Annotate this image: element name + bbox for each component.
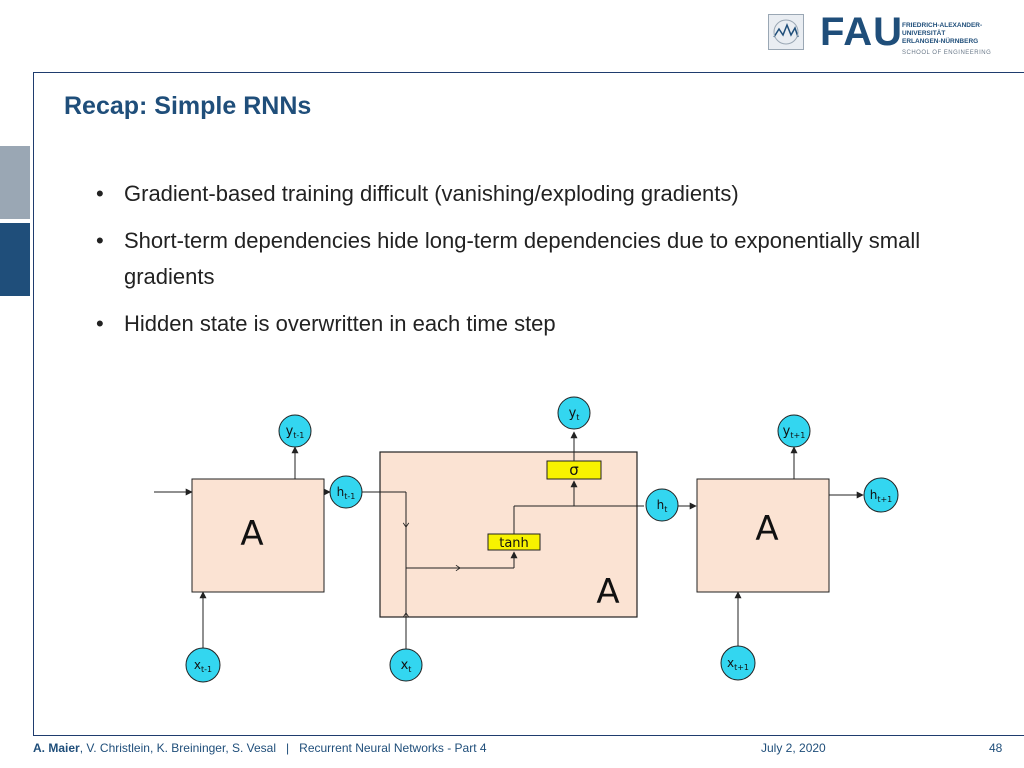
node-y-prev: yt-1 — [278, 414, 312, 448]
rnn-unrolled-diagram: A A A tanh σ yt-1 yt — [154, 396, 899, 683]
node-x-prev: xt-1 — [185, 647, 221, 683]
node-y-current: yt — [557, 396, 591, 430]
footer-authors: A. Maier, V. Christlein, K. Breininger, … — [33, 741, 487, 755]
svg-text:xt: xt — [401, 658, 412, 674]
footer-date: July 2, 2020 — [761, 741, 826, 755]
slide-frame — [33, 72, 1024, 736]
cell-current-label: A — [596, 572, 619, 612]
cell-prev — [191, 478, 325, 593]
svg-text:yt+1: yt+1 — [783, 424, 806, 440]
cell-next — [696, 478, 830, 593]
seal-icon — [768, 14, 804, 50]
node-x-next: xt+1 — [720, 645, 756, 681]
svg-text:ht-1: ht-1 — [337, 485, 356, 501]
bullet-item: Gradient-based training difficult (vanis… — [96, 176, 996, 212]
svg-text:yt-1: yt-1 — [286, 424, 305, 440]
sigma-label: σ — [569, 461, 579, 479]
svg-text:xt+1: xt+1 — [727, 656, 749, 672]
bullet-item: Short-term dependencies hide long-term d… — [96, 223, 996, 295]
tanh-label: tanh — [499, 536, 529, 551]
cell-next-label: A — [755, 509, 778, 549]
fau-logo-text: FAU — [820, 10, 903, 54]
svg-text:yt: yt — [569, 406, 580, 422]
cell-prev-label: A — [240, 514, 263, 554]
node-h-current: ht — [645, 488, 679, 522]
side-tab-grey — [0, 146, 30, 219]
node-y-next: yt+1 — [777, 414, 811, 448]
side-tab-active — [0, 223, 30, 296]
bullet-item: Hidden state is overwritten in each time… — [96, 306, 996, 342]
school-name: SCHOOL OF ENGINEERING — [902, 50, 992, 56]
slide-title: Recap: Simple RNNs — [64, 92, 312, 120]
footer-separator: | — [286, 741, 290, 755]
node-h-next: ht+1 — [863, 477, 899, 513]
university-logo: FAU FRIEDRICH-ALEXANDER- UNIVERSITÄT ERL… — [768, 12, 1018, 62]
svg-text:ht+1: ht+1 — [870, 488, 893, 504]
node-x-current: xt — [389, 648, 423, 682]
svg-text:ht: ht — [657, 498, 668, 514]
university-name: FRIEDRICH-ALEXANDER- UNIVERSITÄT ERLANGE… — [902, 22, 983, 45]
footer-lecture: Recurrent Neural Networks - Part 4 — [299, 741, 487, 755]
svg-text:xt-1: xt-1 — [194, 658, 212, 674]
page-number: 48 — [989, 741, 1003, 755]
bullet-list: Gradient-based training difficult (vanis… — [96, 176, 996, 353]
node-h-prev: ht-1 — [329, 475, 363, 509]
